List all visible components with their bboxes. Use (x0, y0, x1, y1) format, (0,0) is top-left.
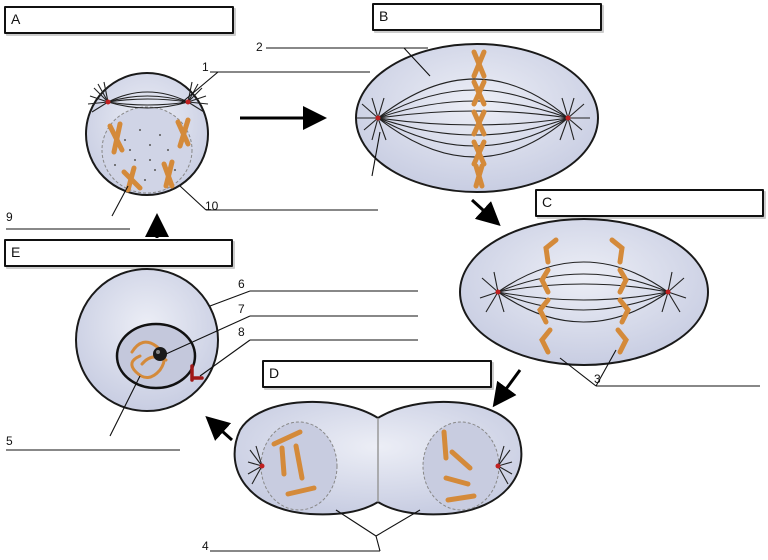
label-8: 8 (238, 325, 245, 339)
label-9: 9 (6, 210, 13, 224)
panel-e-box[interactable]: E (4, 239, 233, 267)
panel-b-letter: B (379, 8, 389, 24)
label-5: 5 (6, 434, 13, 448)
label-7: 7 (238, 302, 245, 316)
panel-a-box[interactable]: A (4, 6, 234, 34)
label-3: 3 (594, 372, 601, 386)
label-1: 1 (202, 60, 209, 74)
cell-c[interactable] (459, 218, 709, 366)
panel-e-letter: E (11, 244, 21, 260)
arrows (145, 106, 522, 442)
panel-a-letter: A (11, 11, 21, 27)
label-2: 2 (256, 40, 263, 54)
label-4: 4 (202, 539, 209, 553)
leader-lines (6, 47, 760, 552)
panel-c-letter: C (542, 194, 553, 210)
cell-e[interactable] (75, 268, 219, 412)
panel-b-box[interactable]: B (372, 3, 602, 31)
panel-d-box[interactable]: D (262, 360, 492, 388)
cell-b[interactable] (355, 43, 599, 193)
panel-d-letter: D (269, 365, 280, 381)
cell-a[interactable] (85, 72, 209, 196)
label-6: 6 (238, 277, 245, 291)
panel-c-box[interactable]: C (535, 189, 764, 217)
cell-d[interactable] (233, 400, 523, 516)
